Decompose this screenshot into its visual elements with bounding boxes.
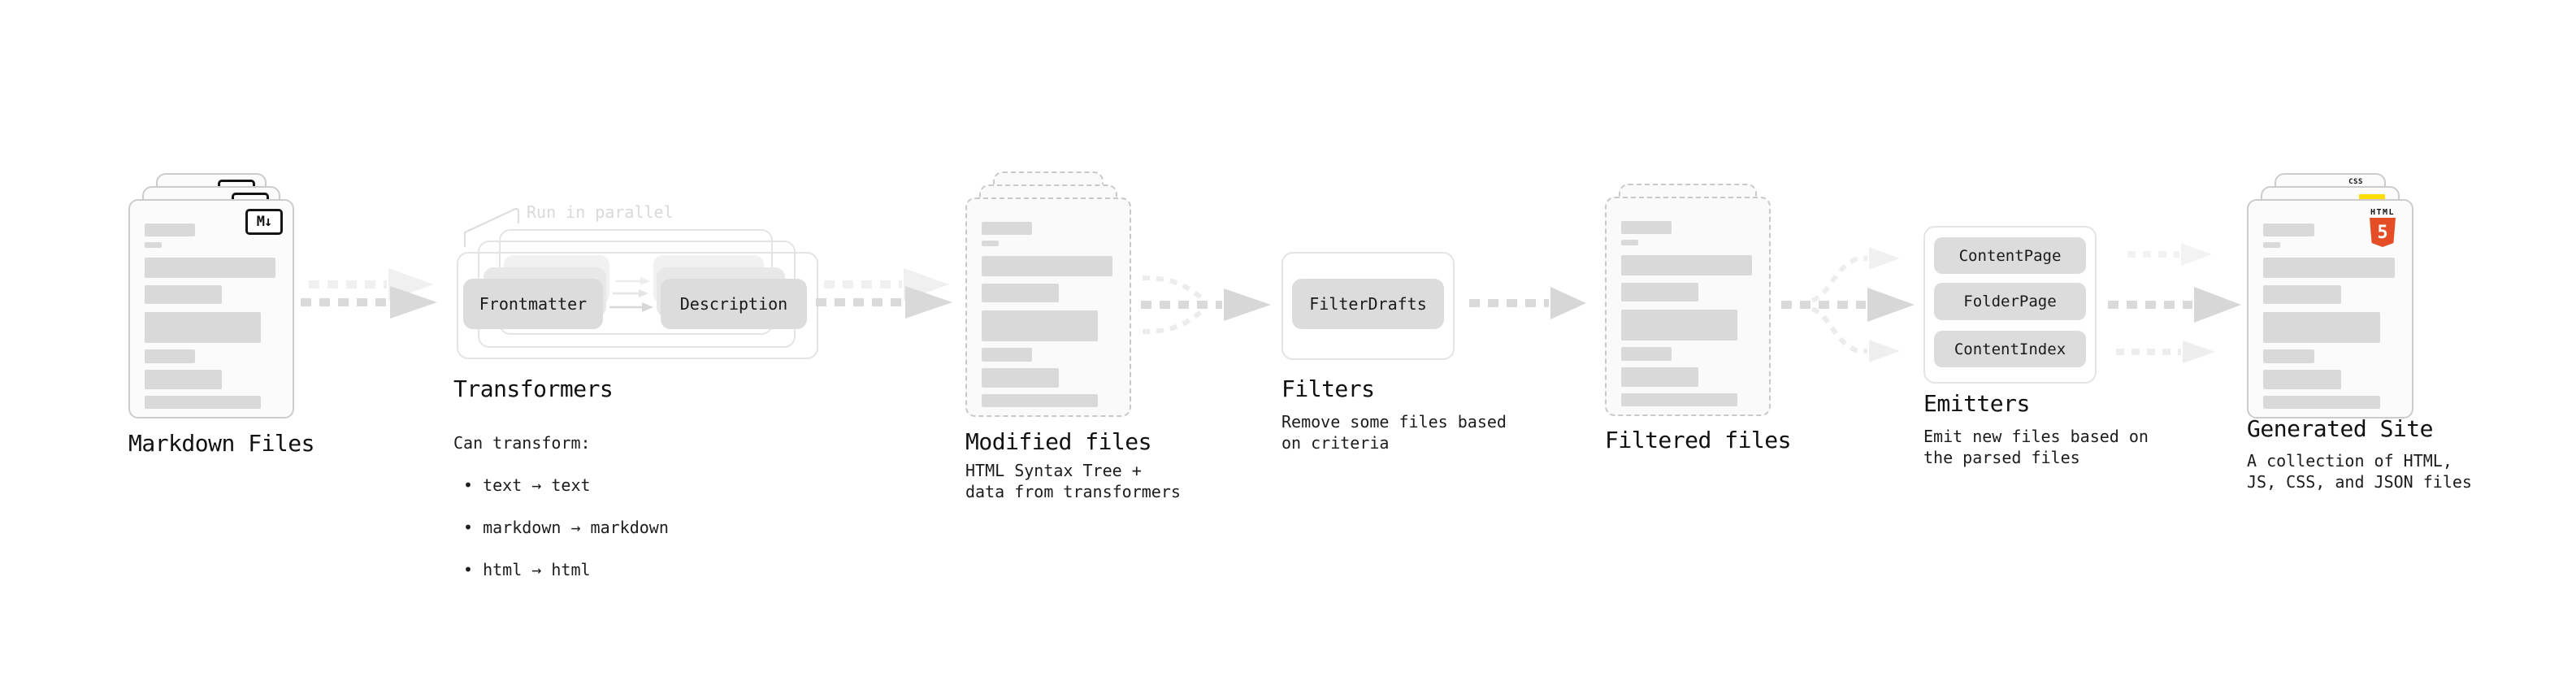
text-line-bar <box>982 241 1000 246</box>
note-bullet: • html → html <box>463 560 591 579</box>
text-line-bar <box>145 396 261 409</box>
filtered-file-stack <box>1605 184 1771 416</box>
text-line-bar <box>1621 347 1672 361</box>
text-line-bar <box>2263 223 2314 236</box>
html5-icon-label: HTML <box>2370 208 2396 217</box>
document-content-placeholder <box>1621 221 1754 406</box>
text-line-bar <box>1621 221 1672 234</box>
document-content-placeholder <box>145 223 278 409</box>
text-line-bar <box>982 394 1098 407</box>
text-line-bar <box>2263 370 2341 389</box>
stage-label-markdown-files: Markdown Files <box>128 430 315 457</box>
filters-note: Remove some files based on criteria <box>1281 412 1507 453</box>
text-line-bar <box>145 223 196 236</box>
stage-label-filtered-files: Filtered files <box>1605 427 1792 453</box>
text-line-bar <box>1621 283 1699 301</box>
text-line-bar <box>1621 240 1639 245</box>
markdown-icon: M↓ <box>245 209 283 235</box>
emitter-chip-contentindex: ContentIndex <box>1934 331 2086 367</box>
text-line-bar <box>2263 396 2380 409</box>
filter-drafts-chip: FilterDrafts <box>1292 279 1444 329</box>
modified-file-card-front <box>965 197 1131 417</box>
generated-site-note: A collection of HTML, JS, CSS, and JSON … <box>2247 451 2472 492</box>
text-line-bar <box>2263 312 2380 343</box>
markdown-file-card-front: M↓ <box>128 199 294 419</box>
text-line-bar <box>2263 258 2395 278</box>
generated-site-file-stack: CSS HTML 5 <box>2247 173 2413 419</box>
stage-label-transformers: Transformers <box>453 375 614 402</box>
text-line-bar <box>145 349 196 363</box>
text-line-bar <box>1621 310 1737 340</box>
text-line-bar <box>982 310 1098 341</box>
transformers-note: Can transform: • text → text • markdown … <box>453 411 669 601</box>
text-line-bar <box>982 256 1112 276</box>
note-bullet: • text → text <box>463 475 591 495</box>
triple-flow-arrows-icon <box>2108 243 2241 363</box>
modified-file-stack <box>965 171 1131 417</box>
text-line-bar <box>2263 349 2314 363</box>
html-file-card: HTML 5 <box>2247 199 2413 419</box>
transformer-output-chip: Description <box>661 279 807 329</box>
transformer-input-chip: Frontmatter <box>463 279 603 329</box>
transform-arrows-icon <box>609 277 653 312</box>
text-line-bar <box>2263 242 2281 248</box>
flow-arrow-icon <box>301 268 437 319</box>
filtered-file-card-front <box>1605 197 1771 416</box>
text-line-bar <box>982 284 1060 302</box>
text-line-bar <box>1621 255 1752 275</box>
note-title: Can transform: <box>453 433 591 453</box>
markdown-file-stack: M↓ M↓ M↓ <box>128 173 294 419</box>
run-in-parallel-annotation: Run in parallel <box>527 202 674 222</box>
modified-files-note: HTML Syntax Tree + data from transformer… <box>965 461 1181 501</box>
text-line-bar <box>1621 393 1737 406</box>
emitter-chip-folderpage: FolderPage <box>1934 283 2086 320</box>
emitter-chip-contentpage: ContentPage <box>1934 237 2086 274</box>
text-line-bar <box>2263 285 2341 304</box>
text-line-bar <box>982 368 1060 388</box>
document-content-placeholder <box>2263 223 2397 409</box>
merge-arrow-icon <box>1141 275 1271 334</box>
html5-icon-number: 5 <box>2377 222 2388 243</box>
flow-arrow-icon <box>816 268 952 319</box>
stage-label-modified-files: Modified files <box>965 428 1152 455</box>
text-line-bar <box>145 242 163 248</box>
html5-icon-shield: 5 <box>2370 218 2396 247</box>
note-bullet: • markdown → markdown <box>463 518 669 537</box>
stage-label-generated-site: Generated Site <box>2247 415 2434 442</box>
stage-label-emitters: Emitters <box>1923 390 2030 417</box>
text-line-bar <box>145 312 261 343</box>
text-line-bar <box>145 285 223 304</box>
text-line-bar <box>145 370 223 389</box>
html5-icon: HTML 5 <box>2364 208 2401 247</box>
split-arrow-icon <box>1781 247 1915 362</box>
stage-label-filters: Filters <box>1281 375 1375 402</box>
text-line-bar <box>982 222 1033 235</box>
text-line-bar <box>145 258 275 278</box>
emitters-note: Emit new files based on the parsed files <box>1923 427 2149 467</box>
annotation-leader-line <box>463 207 520 248</box>
document-content-placeholder <box>982 222 1115 407</box>
text-line-bar <box>1621 367 1699 387</box>
css-icon-label: CSS <box>2348 178 2363 186</box>
text-line-bar <box>982 348 1033 362</box>
flow-arrow-icon <box>1469 287 1586 319</box>
